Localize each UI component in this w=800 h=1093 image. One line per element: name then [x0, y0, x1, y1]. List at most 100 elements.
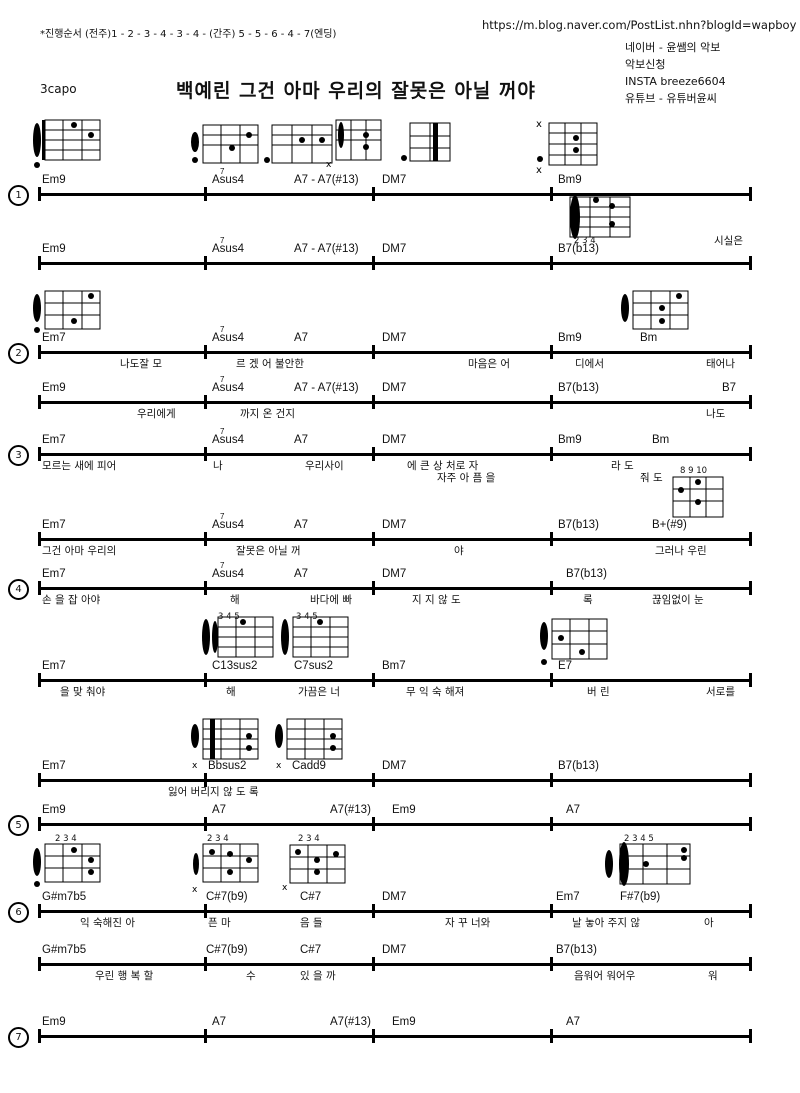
lyric-text: 자주 아 픔 을: [437, 472, 496, 484]
svg-text:x: x: [326, 160, 332, 170]
bar-divider: [204, 673, 207, 687]
staff-line: [38, 963, 752, 966]
svg-text:x: x: [536, 165, 542, 175]
lyric-text: 태어나: [706, 358, 735, 370]
staff-line: [38, 401, 752, 404]
section-number: 7: [8, 1027, 29, 1048]
chord-label: DM7: [382, 174, 407, 186]
chord-label: Bm7: [382, 660, 406, 672]
finger-numbers-4b: 3 4 5: [296, 612, 318, 622]
bar-divider: [372, 817, 375, 831]
chord-diagram-csharp7: x: [282, 844, 346, 892]
lyric-text: 익 숙해진 아: [80, 917, 135, 929]
bar-divider: [550, 447, 553, 461]
lyric-text: 끊임없이 눈: [652, 594, 704, 606]
section-number: 2: [8, 343, 29, 364]
chord-diagram-csharp7b9: x: [192, 843, 259, 892]
bar-divider: [749, 817, 752, 831]
lyric-text: 나도잘 모: [120, 358, 162, 370]
chord-label: B7(b13): [556, 944, 597, 956]
bar-divider: [550, 1029, 553, 1043]
chord-diagram-a7: [264, 124, 333, 164]
chord-label: Em9: [42, 1016, 66, 1028]
song-title: 백예린 그건 아마 우리의 잘못은 아닐 꺼야: [176, 80, 536, 102]
lyric-text: 픈 마: [208, 917, 231, 929]
bar-divider: [550, 904, 553, 918]
chord-label: DM7: [382, 434, 407, 446]
chord-label: A7(#13): [330, 1016, 371, 1028]
lyric-text: 잃어 버리지 않 도 록: [168, 786, 259, 798]
chord-label: F#7(b9): [620, 891, 661, 903]
chord-label: B7(b13): [558, 382, 599, 394]
lyric-text: 아: [704, 917, 714, 929]
staff-line: [38, 587, 752, 590]
bar-divider: [550, 532, 553, 546]
bar-divider: [550, 817, 553, 831]
bar-divider: [38, 773, 41, 787]
lyric-text: 나: [213, 460, 223, 472]
chord-label: Em7: [42, 519, 66, 531]
bar-divider: [372, 773, 375, 787]
chord-label: DM7: [382, 944, 407, 956]
staff-line: [38, 193, 752, 196]
chord-label: Bm9: [558, 434, 582, 446]
chord-label: A7(#13): [330, 804, 371, 816]
chord-label: C#7(b9): [206, 944, 248, 956]
finger-numbers-6d: 2 3 4 5: [624, 834, 654, 844]
lyric-text: 그러나 우린: [655, 545, 707, 557]
bar-divider: [204, 773, 207, 787]
chord-label: A7 - A7(#13): [294, 243, 359, 255]
chord-label: Em7: [42, 332, 66, 344]
section-number: 3: [8, 445, 29, 466]
lyric-text: 해: [230, 594, 240, 606]
bar-divider: [372, 395, 375, 409]
bar-divider: [38, 532, 41, 546]
bar-divider: [204, 532, 207, 546]
chord-label: C7sus2: [294, 660, 333, 672]
chord-label: DM7: [382, 243, 407, 255]
chord-label: C#7: [300, 944, 322, 956]
chord-label: DM7: [382, 382, 407, 394]
lyric-text: 에 큰 상 처로 자: [407, 460, 479, 472]
chord-label: Em9: [42, 174, 66, 186]
chord-diagram-em9: [33, 119, 101, 168]
chord-diagram-em7: [33, 290, 101, 333]
chord-label: A7 - A7(#13): [294, 174, 359, 186]
bar-divider: [372, 581, 375, 595]
lyric-text: 자 꾸 너와: [445, 917, 491, 929]
bar-divider: [372, 187, 375, 201]
chord-label: B7(b13): [558, 243, 599, 255]
bar-divider: [372, 447, 375, 461]
chord-diagram-fsharp7b9: [605, 842, 691, 886]
chord-label: B7(b13): [566, 568, 607, 580]
lyric-text: 줘 도: [640, 472, 663, 484]
svg-text:x: x: [276, 761, 282, 770]
lyric-text: 손 을 잡 아야: [42, 594, 101, 606]
chord-label: A7: [212, 804, 227, 816]
bar-divider: [372, 532, 375, 546]
bar-divider: [749, 187, 752, 201]
bar-divider: [550, 395, 553, 409]
chord-label: B7(b13): [558, 760, 599, 772]
lyric-text: 마음은 어: [468, 358, 510, 370]
chord-label: G#m7b5: [42, 891, 87, 903]
lyric-text: 우린 행 복 할: [95, 970, 154, 982]
chord-label: Bm: [652, 434, 670, 446]
bar-divider: [749, 957, 752, 971]
bar-divider: [38, 447, 41, 461]
chord-label: Em9: [392, 804, 416, 816]
chord-label: Em9: [42, 382, 66, 394]
bar-divider: [749, 256, 752, 270]
chord-diagram-bm9: x x: [536, 119, 598, 175]
blog-url[interactable]: https://m.blog.naver.com/PostList.nhn?bl…: [482, 18, 797, 32]
chord-diagram-bm9b: [621, 290, 689, 330]
chord-diagram-gsharp: [33, 843, 101, 887]
staff-line: [38, 453, 752, 456]
lyric-text: 가끔은 너: [298, 686, 340, 698]
chord-label: B7(b13): [558, 519, 599, 531]
chord-diagram-c7sus2: [281, 616, 349, 658]
chord-label: A7: [566, 804, 581, 816]
